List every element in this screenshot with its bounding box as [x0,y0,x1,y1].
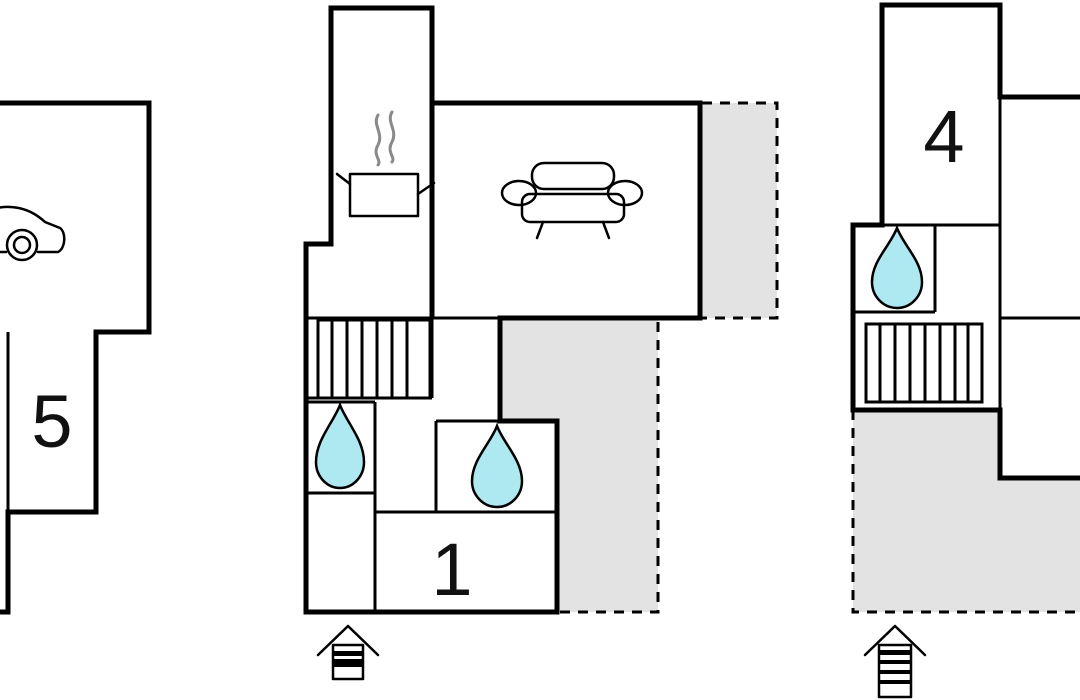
water-drop-icon [470,422,524,509]
room-number-label: 5 [31,380,72,463]
terrace-border [702,101,779,320]
water-drop-icon [870,224,924,310]
floor-plan-right: 4 [850,2,1080,699]
exterior-wall [850,2,1080,481]
cooking-pot-icon [335,110,436,218]
stairs-icon [864,322,984,404]
room-number-label: 4 [923,95,964,178]
room-number-label: 1 [431,528,472,611]
terrace-area [853,410,1080,612]
entrance-arrow-icon [316,624,380,681]
sofa-icon [500,161,644,240]
floor-plan-left: 5 [0,100,152,615]
terrace-area [702,103,777,318]
car-icon [0,205,66,262]
floor-plan-middle: 1 [303,5,779,681]
entrance-arrow-icon [863,624,927,699]
terrace-area [500,318,658,612]
water-drop-icon [314,401,366,490]
terrace-border [851,410,1080,614]
exterior-wall [0,100,152,615]
stairs-icon [316,318,432,400]
